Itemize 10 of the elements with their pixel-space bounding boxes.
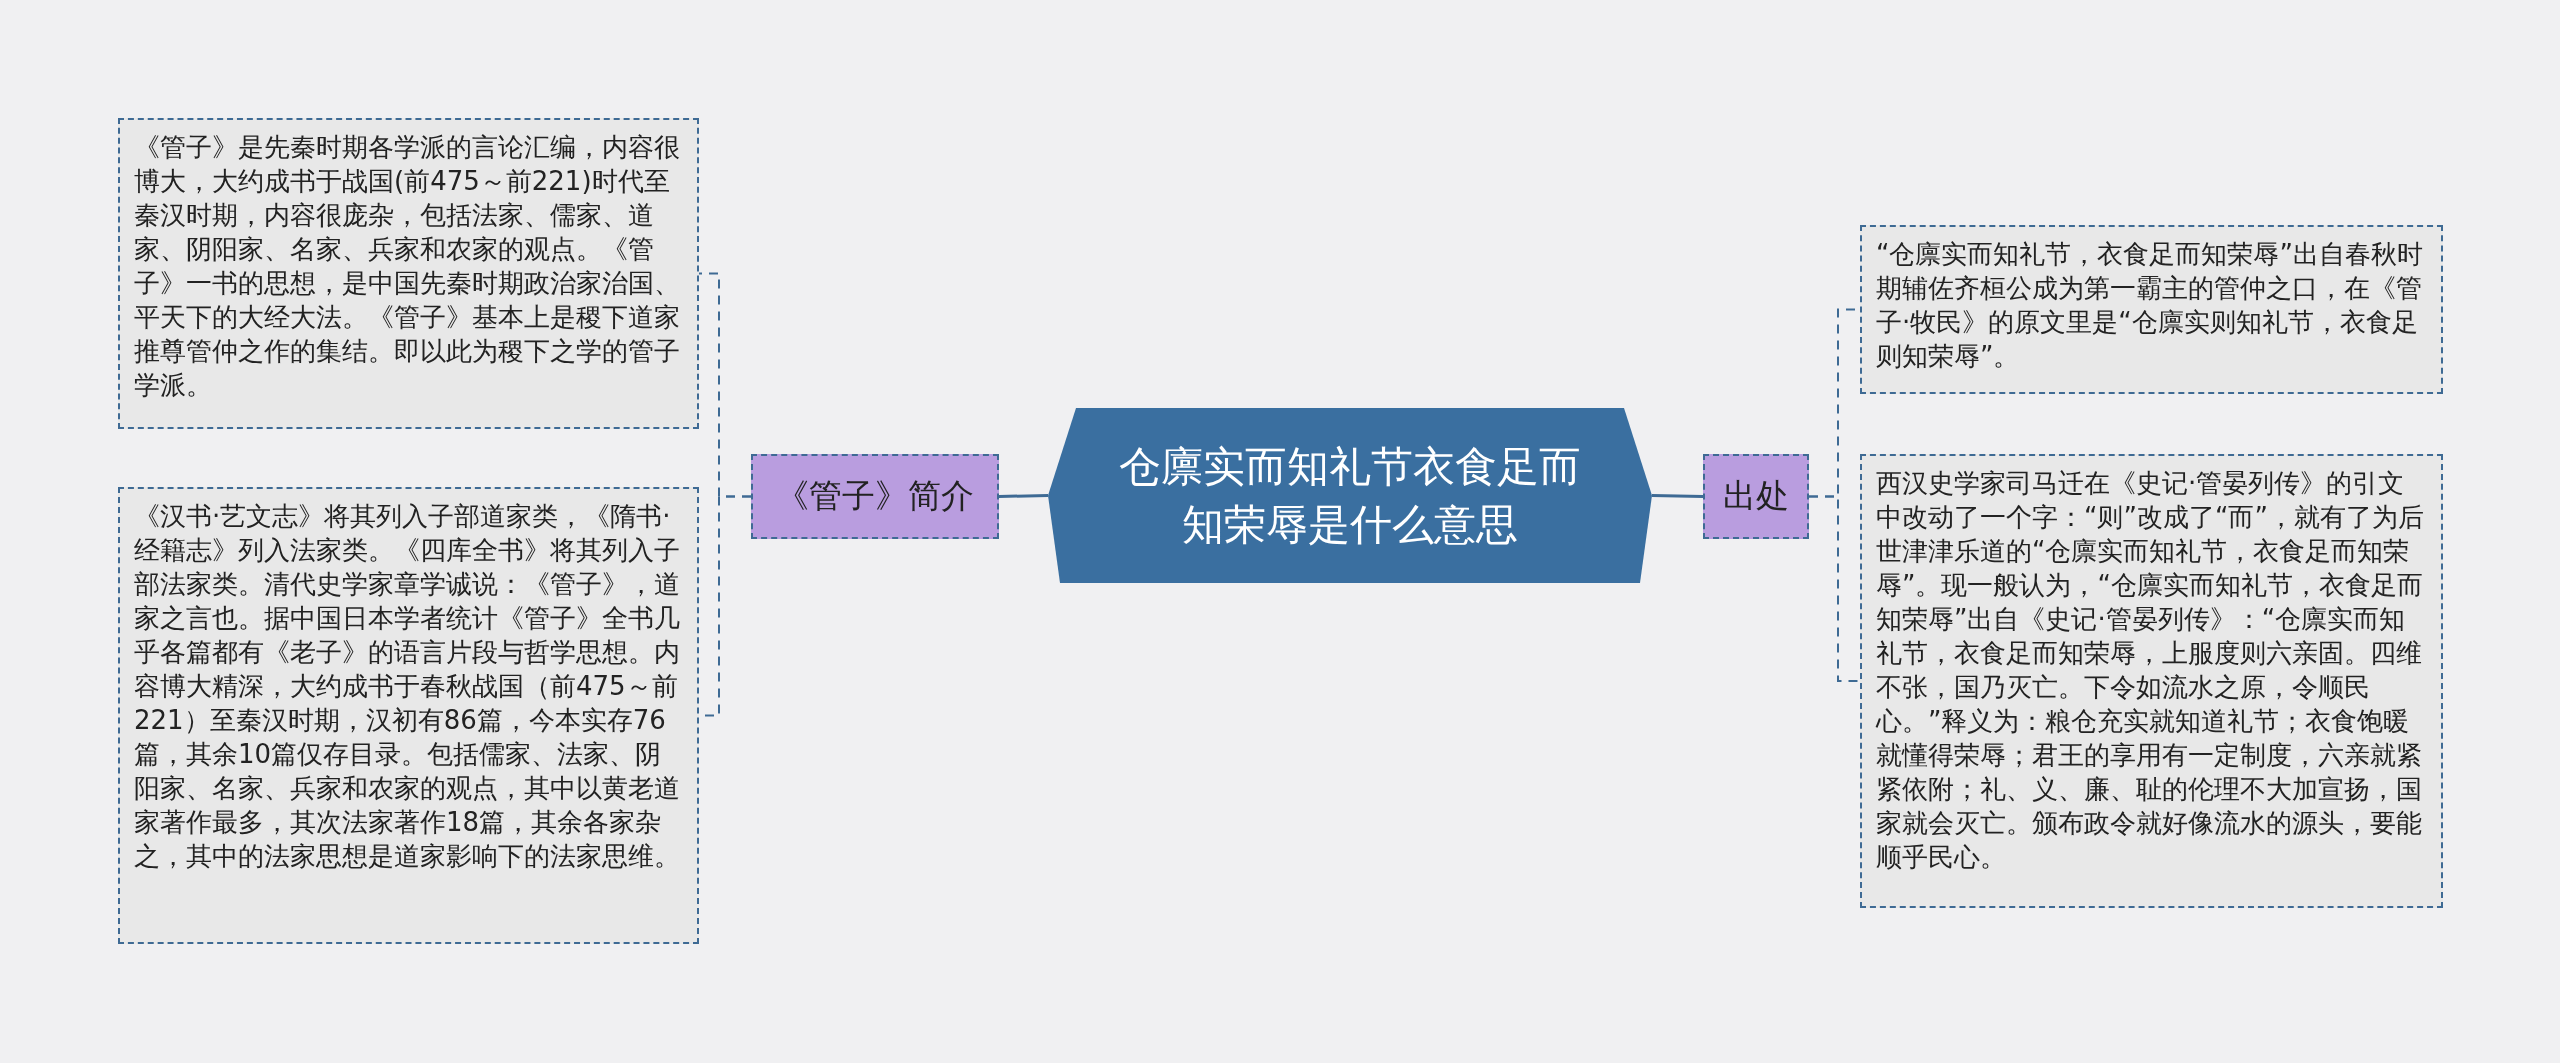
topic-box: 《管子》简介	[751, 454, 999, 539]
topic-box: 出处	[1703, 454, 1809, 539]
note-box: “仓廪实而知礼节，衣食足而知荣辱”出自春秋时期辅佐齐桓公成为第一霸主的管仲之口，在《管子·牧民》的原文里是“仓廪实则知礼节，衣食足则知荣辱”。	[1860, 225, 2443, 394]
connector-line	[1651, 494, 1704, 498]
note-box: 《汉书·艺文志》将其列入子部道家类，《隋书·经籍志》列入法家类。《四库全书》将其列入子部法家类。清代史学家章学诚说：《管子》，道家之言也。据中国日本学者统计《管子》全书几乎各篇都有《老子》的语言片段与哲学思想。内容博大精深，大约成书于春秋战国（前475～前221）至秦汉时期，汉初有86篇，今本实存76篇，其余10篇仅存目录。包括儒家、法家、阴阳家、名家、兵家和农家的观点，其中以黄老道家著作最多，其次法家著作18篇，其余各家杂之，其中的法家思想是道家影响下的法家思维。	[118, 487, 699, 944]
connector-line	[998, 494, 1049, 498]
note-box: 《管子》是先秦时期各学派的言论汇编，内容很博大，大约成书于战国(前475～前221)时代至秦汉时期，内容很庞杂，包括法家、儒家、道家、阴阳家、名家、兵家和农家的观点。《管子》一书的思想，是中国先秦时期政治家治国、平天下的大经大法。《管子》基本上是稷下道家推尊管仲之作的集结。即以此为稷下之学的管子学派。	[118, 118, 699, 429]
note-box: 西汉史学家司马迁在《史记·管晏列传》的引文中改动了一个字：“则”改成了“而”，就有了为后世津津乐道的“仓廪实而知礼节，衣食足而知荣辱”。现一般认为，“仓廪实而知礼节，衣食足而知荣辱”出自《史记·管晏列传》：“仓廪实而知礼节，衣食足而知荣辱，上服度则六亲固。四维不张，国乃灭亡。下令如流水之原，令顺民心。”释义为：粮仓充实就知道礼节；衣食饱暖就懂得荣辱；君王的享用有一定制度，六亲就紧紧依附；礼、义、廉、耻的伦理不大加宣扬，国家就会灭亡。颁布政令就好像流水的源头，要能顺乎民心。	[1860, 454, 2443, 908]
central-topic: 仓廪实而知礼节衣食足而知荣辱是什么意思	[1048, 408, 1652, 583]
connector-line	[1808, 495, 1861, 682]
